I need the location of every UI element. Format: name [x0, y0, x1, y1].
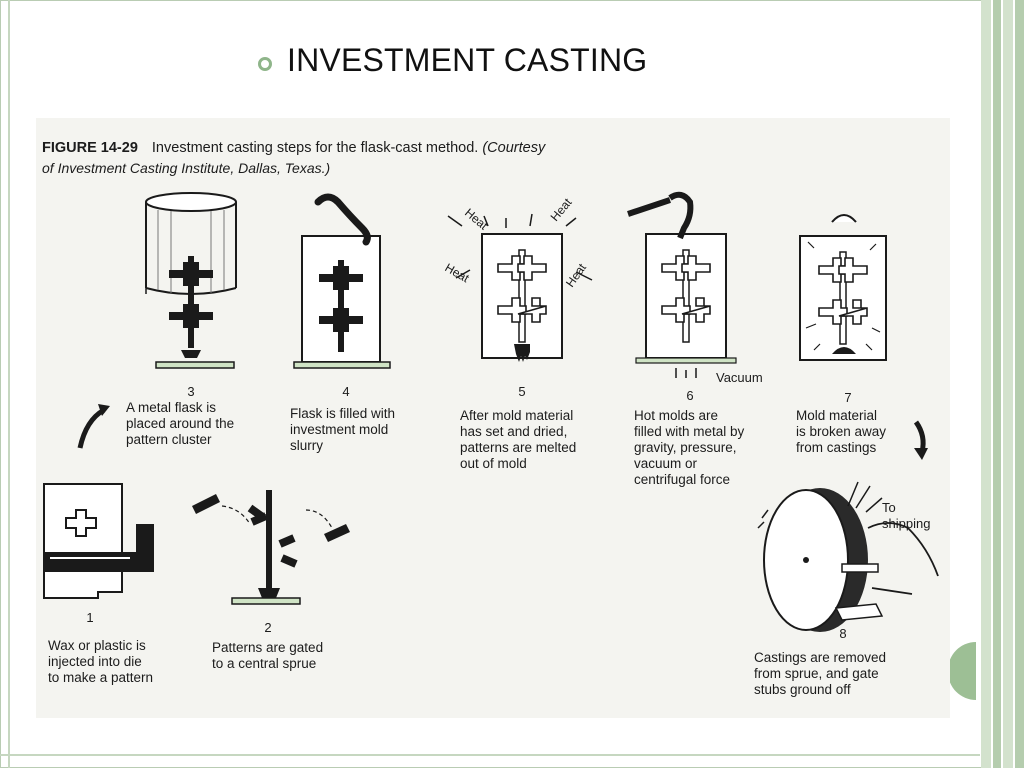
- figure-courtesy-start: (Courtesy: [482, 140, 546, 156]
- figure-scan: Heat Heat Heat Heat: [36, 118, 950, 718]
- figure-illustration: Heat Heat Heat Heat: [43, 191, 939, 632]
- step1-illustration: [43, 483, 154, 599]
- step1-text: Wax or plastic is injected into die to m…: [48, 638, 154, 685]
- step7-text: Mold material is broken away from castin…: [796, 408, 887, 455]
- step3-text: A metal flask is placed around the patte…: [126, 400, 235, 447]
- slide-frame-bottom-line: [0, 754, 980, 756]
- step6-illustration: [627, 191, 737, 378]
- side-stripe-5: [1003, 0, 1013, 768]
- step5-text: After mold material has set and dried, p…: [460, 408, 577, 471]
- side-stripe-6: [1013, 0, 1015, 768]
- title-bullet-icon: [258, 57, 272, 71]
- figure-caption: Investment casting steps for the flask-c…: [151, 140, 479, 156]
- heat-label-4: Heat: [563, 260, 589, 289]
- side-stripe-4: [1001, 0, 1003, 768]
- slide-title: INVESTMENT CASTING: [287, 42, 648, 78]
- arrow-up-icon: [77, 407, 106, 449]
- slide-frame-left-line: [8, 0, 10, 768]
- figure-header: FIGURE 14-29 Investment casting steps for…: [42, 140, 545, 156]
- heat-label-1: Heat: [462, 206, 491, 233]
- side-stripe-1: [981, 0, 991, 768]
- side-stripe-3: [993, 0, 1001, 768]
- step8-number: 8: [839, 626, 847, 641]
- figure-label: FIGURE 14-29: [42, 140, 138, 156]
- step3-illustration: [145, 192, 237, 369]
- side-stripe-2: [991, 0, 993, 768]
- step5-illustration: Heat Heat Heat Heat: [443, 195, 593, 362]
- step1-number: 1: [86, 610, 94, 625]
- side-stripe-7: [1015, 0, 1024, 768]
- heat-label-2: Heat: [548, 195, 575, 224]
- step7-illustration: [799, 214, 887, 361]
- step2-number: 2: [264, 620, 272, 635]
- step7-number: 7: [844, 390, 852, 405]
- step3-number: 3: [187, 384, 195, 399]
- step6-number: 6: [686, 388, 694, 403]
- step6-text: Hot molds are filled with metal by gravi…: [634, 408, 745, 487]
- step4-number: 4: [342, 384, 350, 399]
- arrow-down-icon: [913, 420, 926, 453]
- step4-illustration: [293, 193, 391, 369]
- step8-illustration: [757, 481, 939, 632]
- step8-text: Castings are removed from sprue, and gat…: [754, 650, 887, 697]
- to-shipping-label: To shipping: [882, 500, 931, 531]
- step5-number: 5: [518, 384, 526, 399]
- step2-text: Patterns are gated to a central sprue: [212, 640, 324, 671]
- step2-illustration: [192, 490, 350, 605]
- heat-label-3: Heat: [443, 260, 473, 285]
- step4-text: Flask is filled with investment mold slu…: [290, 406, 396, 453]
- figure-courtesy: of Investment Casting Institute, Dallas,…: [42, 160, 331, 176]
- vacuum-label: Vacuum: [716, 370, 763, 385]
